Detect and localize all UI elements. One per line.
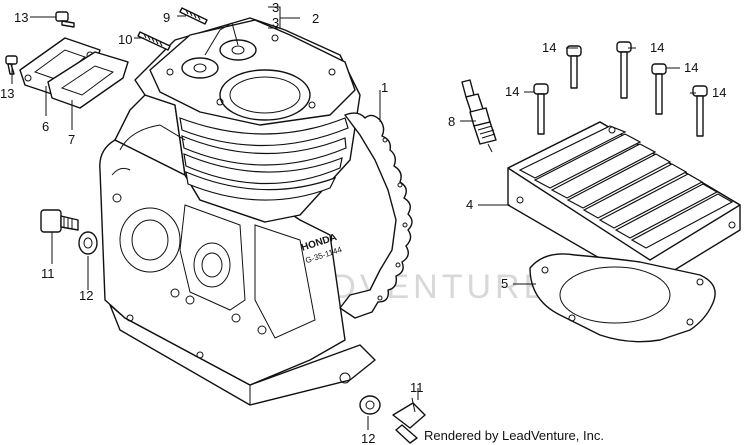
callout-10: 10 [118, 32, 132, 47]
callout-8: 8 [448, 114, 455, 129]
stud-10[interactable] [137, 31, 171, 51]
callout-9: 9 [163, 10, 170, 25]
washer-left[interactable] [78, 231, 98, 255]
callout-11: 11 [41, 266, 55, 281]
spark-plug[interactable] [461, 79, 497, 153]
callout-1: 1 [381, 80, 388, 95]
leader-lines [11, 6, 696, 430]
callout-14: 14 [650, 40, 664, 55]
head-bolt-14a[interactable] [566, 45, 582, 89]
callout-3: 3 [272, 15, 279, 30]
drain-bolt-left[interactable] [40, 209, 79, 233]
callout-13: 13 [0, 86, 14, 101]
callout-5: 5 [501, 276, 508, 291]
callout-13: 13 [14, 10, 28, 25]
callout-2: 2 [312, 11, 319, 26]
head-gasket[interactable] [529, 253, 716, 343]
callouts: 13 13 6 7 9 10 3 3 2 1 11 12 11 12 14 14… [0, 0, 726, 445]
intake-gasket[interactable] [19, 37, 129, 109]
callout-7: 7 [68, 132, 75, 147]
callout-12: 12 [79, 288, 93, 303]
callout-14: 14 [542, 40, 556, 55]
gasket-side[interactable] [339, 112, 413, 319]
cylinder[interactable] [119, 17, 361, 223]
washer-bottom[interactable] [359, 395, 381, 415]
cylinder-head[interactable] [507, 121, 741, 286]
callout-14: 14 [505, 84, 519, 99]
engine-block[interactable]: HONDA G-35-1144 [99, 94, 376, 406]
stud-9[interactable] [179, 7, 208, 25]
head-bolt-14e[interactable] [692, 85, 708, 137]
callout-4: 4 [466, 197, 473, 212]
callout-12: 12 [361, 431, 375, 445]
callout-3: 3 [272, 0, 279, 15]
head-bolt-14b[interactable] [616, 41, 632, 99]
callout-14: 14 [684, 60, 698, 75]
head-bolt-14d[interactable] [533, 83, 549, 135]
head-bolt-14c[interactable] [651, 63, 667, 115]
callout-6: 6 [42, 119, 49, 134]
screw-13-top[interactable] [55, 11, 75, 28]
callout-14: 14 [712, 85, 726, 100]
drain-bolt-bottom[interactable] [392, 397, 426, 444]
credit-text: Rendered by LeadVenture, Inc. [424, 428, 604, 443]
callout-11: 11 [410, 380, 424, 395]
